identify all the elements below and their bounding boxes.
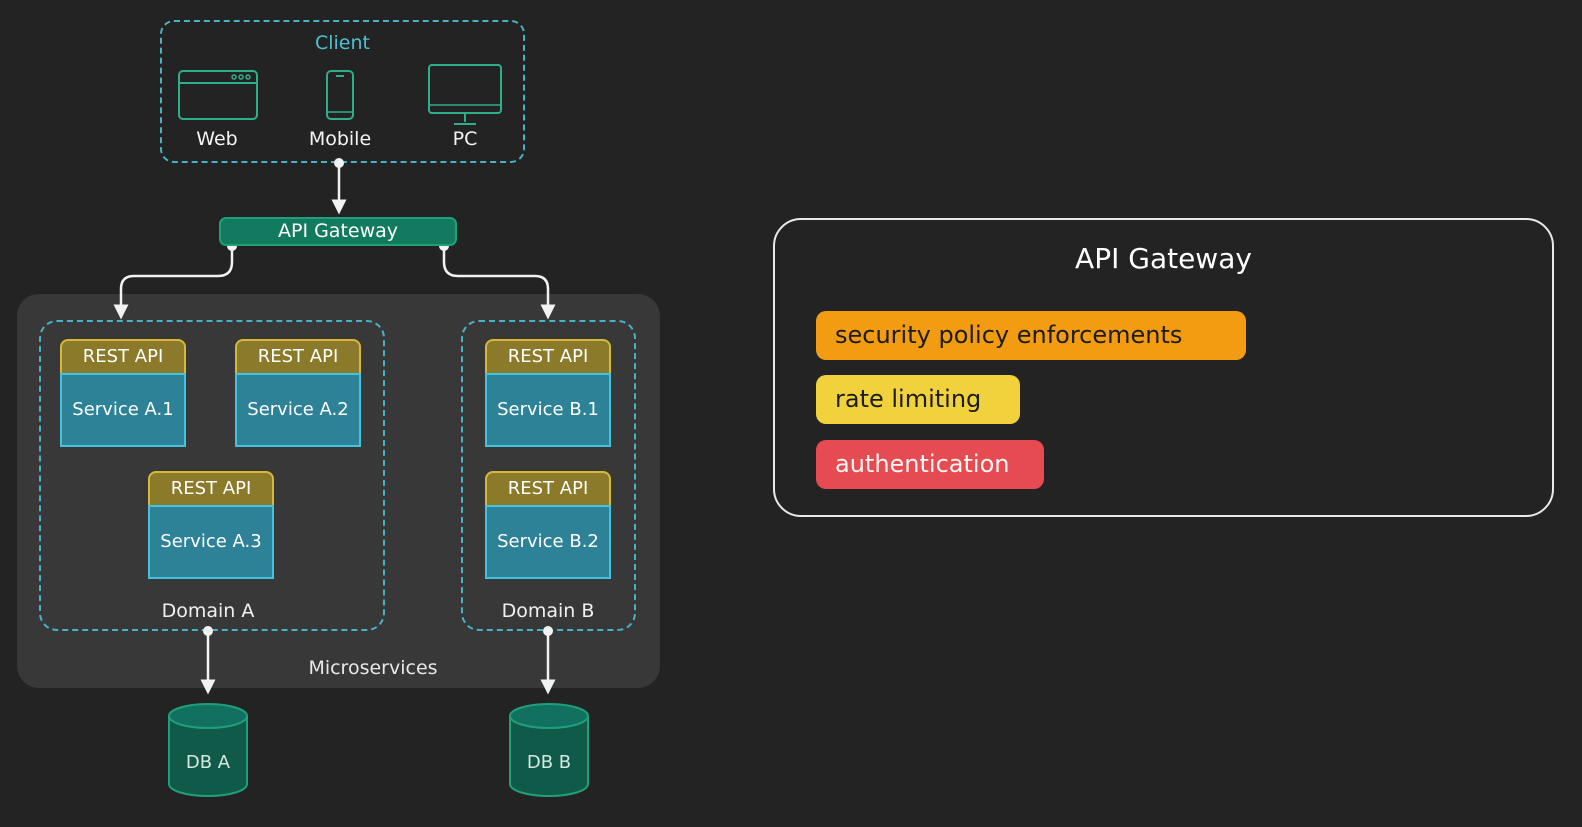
rest-api-label: REST API	[235, 339, 361, 373]
service-b1: REST API Service B.1	[485, 339, 611, 447]
service-name: Service B.1	[485, 373, 611, 447]
api-gateway-panel	[773, 218, 1554, 517]
rest-api-label: REST API	[60, 339, 186, 373]
db-b-cylinder	[509, 703, 589, 797]
service-name: Service A.2	[235, 373, 361, 447]
service-a3: REST API Service A.3	[148, 471, 274, 579]
api-gateway-node: API Gateway	[219, 217, 457, 246]
client-title: Client	[314, 32, 370, 54]
browser-window-icon	[178, 70, 258, 120]
client-label-mobile: Mobile	[308, 128, 372, 150]
service-name: Service B.2	[485, 505, 611, 579]
db-b-label: DB B	[526, 752, 572, 773]
domain-b-label: Domain B	[501, 600, 595, 622]
feature-authentication: authentication	[816, 440, 1044, 489]
api-gateway-panel-title: API Gateway	[1075, 242, 1252, 275]
domain-a-label: Domain A	[161, 600, 255, 622]
service-b2: REST API Service B.2	[485, 471, 611, 579]
service-a2: REST API Service A.2	[235, 339, 361, 447]
service-name: Service A.1	[60, 373, 186, 447]
rest-api-label: REST API	[485, 339, 611, 373]
feature-security-policy: security policy enforcements	[816, 311, 1246, 360]
client-label-web: Web	[196, 128, 238, 150]
service-name: Service A.3	[148, 505, 274, 579]
gateway-domain-b-arrow	[442, 246, 556, 320]
rest-api-label: REST API	[148, 471, 274, 505]
desktop-monitor-icon	[428, 64, 502, 126]
microservices-label: Microservices	[308, 657, 438, 679]
rest-api-label: REST API	[485, 471, 611, 505]
mobile-phone-icon	[326, 70, 354, 120]
feature-rate-limiting: rate limiting	[816, 375, 1020, 424]
gateway-domain-a-arrow	[113, 246, 234, 320]
service-a1: REST API Service A.1	[60, 339, 186, 447]
client-label-pc: PC	[452, 128, 478, 150]
db-a-cylinder	[168, 703, 248, 797]
db-a-label: DB A	[185, 752, 231, 773]
